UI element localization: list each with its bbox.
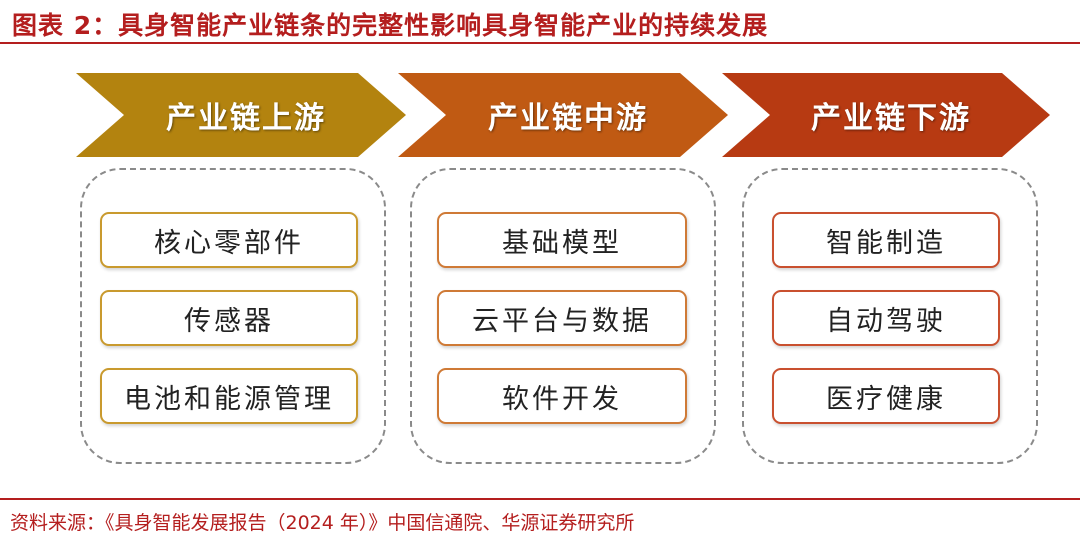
stage-label-midstream: 产业链中游 xyxy=(488,101,648,136)
stage-group-downstream xyxy=(742,168,1038,464)
item-box: 医疗健康 xyxy=(772,368,1000,424)
item-box: 核心零部件 xyxy=(100,212,358,268)
source-note: 资料来源：《具身智能发展报告（2024 年）》中国信通院、华源证券研究所 xyxy=(10,512,635,534)
item-box: 传感器 xyxy=(100,290,358,346)
stage-arrow-midstream: 产业链中游 xyxy=(398,73,728,157)
stage-group-upstream xyxy=(80,168,386,464)
item-box: 基础模型 xyxy=(437,212,687,268)
stage-arrow-downstream: 产业链下游 xyxy=(722,73,1050,157)
stage-label-downstream: 产业链下游 xyxy=(811,101,971,136)
item-box: 自动驾驶 xyxy=(772,290,1000,346)
stage-group-midstream xyxy=(410,168,716,464)
item-box: 云平台与数据 xyxy=(437,290,687,346)
item-box: 软件开发 xyxy=(437,368,687,424)
source-rule xyxy=(0,498,1080,500)
item-box: 智能制造 xyxy=(772,212,1000,268)
stage-label-upstream: 产业链上游 xyxy=(166,101,326,136)
item-box: 电池和能源管理 xyxy=(100,368,358,424)
stage-arrow-upstream: 产业链上游 xyxy=(76,73,406,157)
title-rule xyxy=(0,42,1080,44)
figure-title: 图表 2：具身智能产业链条的完整性影响具身智能产业的持续发展 xyxy=(12,11,769,40)
